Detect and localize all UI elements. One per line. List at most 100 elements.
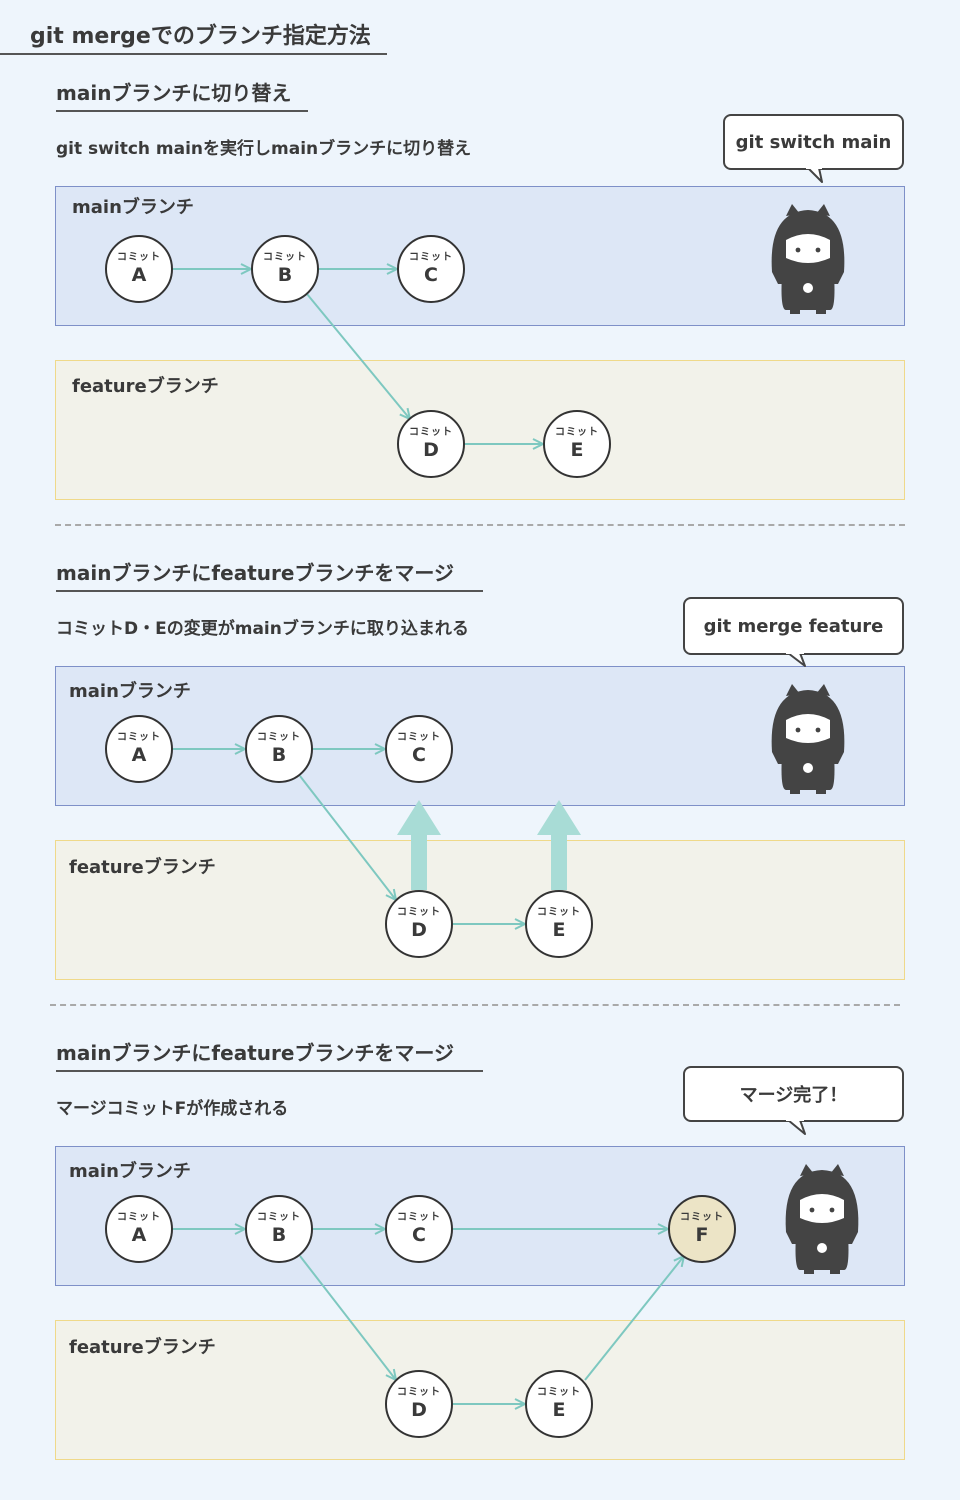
section-2-main-branch-label: mainブランチ xyxy=(69,681,191,702)
section-3-main-branch-band xyxy=(55,1146,905,1286)
section-3-feature-branch-band xyxy=(55,1320,905,1460)
section-3-bubble-tail xyxy=(787,1119,806,1135)
section-1-commit-c: コミット C xyxy=(397,235,465,303)
commit-id: E xyxy=(552,1399,566,1421)
section-1-feature-branch-band xyxy=(55,360,905,500)
commit-kind-label: コミット xyxy=(397,1387,441,1398)
section-3-commit-d: コミット D xyxy=(385,1370,453,1438)
section-1-commit-b: コミット B xyxy=(251,235,319,303)
commit-id: A xyxy=(131,1224,147,1246)
bubble-tails xyxy=(786,165,823,1135)
commit-kind-label: コミット xyxy=(397,732,441,743)
commit-kind-label: コミット xyxy=(117,1212,161,1223)
section-1-bubble-tail-cover xyxy=(806,165,822,169)
section-2-feature-branch-band xyxy=(55,840,905,980)
commit-id: C xyxy=(412,1224,426,1246)
section-1-bubble-text: git switch main xyxy=(735,131,892,153)
section-2-commit-b: コミット B xyxy=(245,715,313,783)
section-3-merge-commit-f: コミット F xyxy=(668,1195,736,1263)
section-1-speech-bubble: git switch main xyxy=(723,114,904,170)
commit-kind-label: コミット xyxy=(409,252,453,263)
section-3-speech-bubble: マージ完了！ xyxy=(683,1066,904,1122)
girl-character-icon xyxy=(771,684,845,794)
commit-id: D xyxy=(423,439,439,461)
section-2-bubble-tail xyxy=(787,652,806,667)
girl-character-icon xyxy=(785,1164,859,1274)
section-3-description: マージコミットFが作成される xyxy=(56,1099,289,1119)
arrow-e-f xyxy=(584,1256,684,1381)
commit-id: F xyxy=(695,1224,709,1246)
commit-kind-label: コミット xyxy=(397,907,441,918)
section-2-merge-arrows xyxy=(397,800,581,890)
commit-kind-label: コミット xyxy=(555,427,599,438)
section-1-bubble-tail xyxy=(807,167,823,183)
section-1-feature-branch-label: featureブランチ xyxy=(72,376,219,397)
arrow-b-d xyxy=(306,293,410,419)
commit-id: A xyxy=(131,744,147,766)
commit-kind-label: コミット xyxy=(397,1212,441,1223)
section-divider-1 xyxy=(55,524,905,526)
section-1-main-branch-label: mainブランチ xyxy=(72,197,194,218)
section-3-bubble-text: マージ完了！ xyxy=(739,1085,848,1106)
section-divider-2 xyxy=(50,1004,900,1006)
section-3-feature-branch-label: featureブランチ xyxy=(69,1337,216,1358)
commit-kind-label: コミット xyxy=(409,427,453,438)
commit-kind-label: コミット xyxy=(257,732,301,743)
section-3-heading-underline xyxy=(56,1070,483,1072)
commit-kind-label: コミット xyxy=(117,732,161,743)
section-3-arrows xyxy=(173,1229,684,1404)
section-2-main-branch-band xyxy=(55,666,905,806)
section-2-commit-a: コミット A xyxy=(105,715,173,783)
section-2-feature-branch-label: featureブランチ xyxy=(69,857,216,878)
section-2-commit-c: コミット C xyxy=(385,715,453,783)
section-1-main-branch-band xyxy=(55,186,905,326)
section-2-commit-e: コミット E xyxy=(525,890,593,958)
section-2-description: コミットD・Eの変更がmainブランチに取り込まれる xyxy=(56,619,469,639)
commit-id: E xyxy=(552,919,566,941)
commit-id: E xyxy=(570,439,584,461)
section-1-description: git switch mainを実行しmainブランチに切り替え xyxy=(56,139,472,159)
commit-id: A xyxy=(131,264,147,286)
section-3-main-branch-label: mainブランチ xyxy=(69,1161,191,1182)
section-3-bubble-tail-cover xyxy=(786,1117,804,1121)
section-1-commit-e: コミット E xyxy=(543,410,611,478)
commit-id: B xyxy=(271,1224,287,1246)
section-1-heading-underline xyxy=(56,110,308,112)
section-3-commit-e: コミット E xyxy=(525,1370,593,1438)
commit-id: D xyxy=(411,1399,427,1421)
section-3-heading: mainブランチにfeatureブランチをマージ xyxy=(56,1041,455,1065)
section-3-commit-b: コミット B xyxy=(245,1195,313,1263)
commit-id: C xyxy=(424,264,438,286)
arrow-b-d xyxy=(299,775,396,900)
section-2-heading-underline xyxy=(56,590,483,592)
girl-character-icon xyxy=(771,204,845,314)
commit-id: B xyxy=(271,744,287,766)
commit-id: B xyxy=(277,264,293,286)
merge-arrow-e-icon xyxy=(537,800,581,890)
page-title-underline xyxy=(0,53,387,55)
section-3-commit-a: コミット A xyxy=(105,1195,173,1263)
commit-id: C xyxy=(412,744,426,766)
commit-kind-label: コミット xyxy=(537,1387,581,1398)
commit-kind-label: コミット xyxy=(537,907,581,918)
section-3-commit-c: コミット C xyxy=(385,1195,453,1263)
section-2-arrows xyxy=(173,749,525,924)
section-2-heading: mainブランチにfeatureブランチをマージ xyxy=(56,561,455,585)
commit-kind-label: コミット xyxy=(117,252,161,263)
section-2-bubble-tail-cover xyxy=(786,650,804,654)
commit-kind-label: コミット xyxy=(263,252,307,263)
section-1-commit-a: コミット A xyxy=(105,235,173,303)
merge-arrow-d-icon xyxy=(397,800,441,890)
commit-id: D xyxy=(411,919,427,941)
commit-kind-label: コミット xyxy=(257,1212,301,1223)
section-2-speech-bubble: git merge feature xyxy=(683,597,904,655)
section-1-commit-d: コミット D xyxy=(397,410,465,478)
page-title: git mergeでのブランチ指定方法 xyxy=(30,24,371,49)
section-2-bubble-text: git merge feature xyxy=(703,615,884,637)
section-1-arrows xyxy=(173,269,543,444)
arrow-b-d xyxy=(299,1255,396,1380)
section-2-commit-d: コミット D xyxy=(385,890,453,958)
section-1-heading: mainブランチに切り替え xyxy=(56,81,292,105)
commit-kind-label: コミット xyxy=(680,1212,724,1223)
